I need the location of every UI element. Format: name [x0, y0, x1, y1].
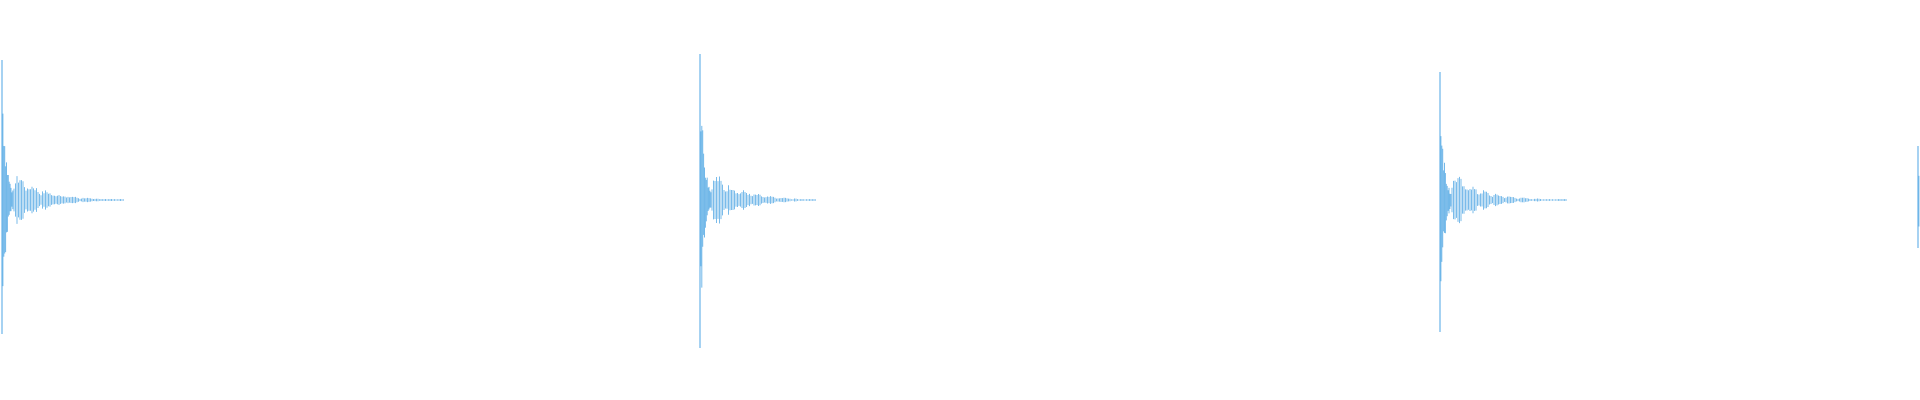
waveform-hit-4 — [1917, 146, 1920, 248]
waveform-hits — [1, 54, 1920, 348]
waveform-hit-1 — [1, 60, 124, 334]
waveform-hit-3 — [1439, 72, 1567, 332]
waveform-hit-2 — [699, 54, 816, 348]
